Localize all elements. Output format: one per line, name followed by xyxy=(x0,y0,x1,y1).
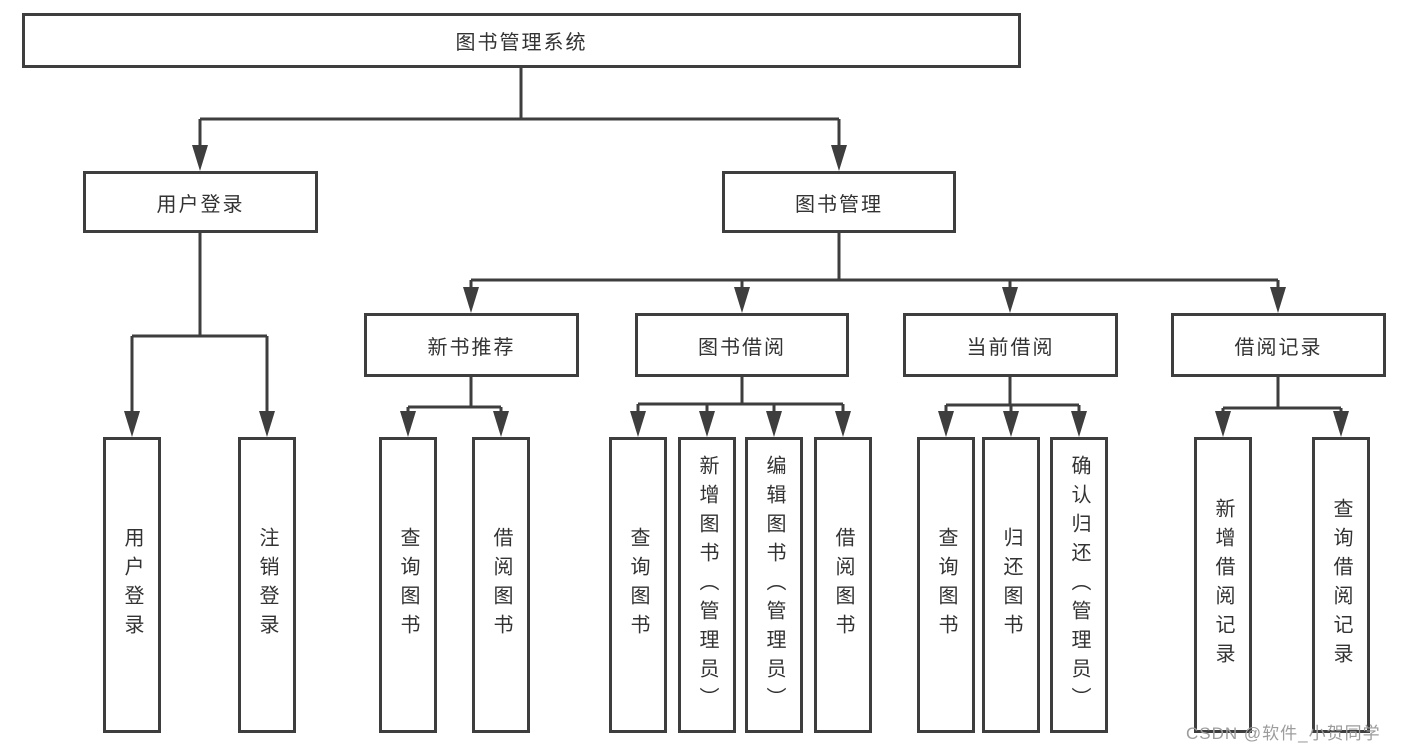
node-book-borrowing: 图书借阅 xyxy=(635,313,849,377)
node-label: 图书管理系统 xyxy=(455,32,588,54)
arrowhead xyxy=(938,411,954,437)
connector-new-book-recommendation-to-leaves xyxy=(400,376,509,437)
node-label: 新书推荐 xyxy=(427,336,516,359)
node-label: 新增图书（管理员） xyxy=(696,454,718,716)
node-book-management: 图书管理 xyxy=(722,171,956,233)
node-leaf-return-books: 归还图书 xyxy=(982,437,1040,733)
node-leaf-query-borrow-record: 查询借阅记录 xyxy=(1312,437,1370,733)
node-label: 新增借阅记录 xyxy=(1212,498,1234,672)
connector-current-borrowing-to-leaves xyxy=(938,376,1087,437)
arrowhead xyxy=(192,145,208,171)
arrowhead xyxy=(1071,411,1087,437)
arrowhead xyxy=(259,411,275,437)
arrowhead xyxy=(831,145,847,171)
connector-book-management-to-level3 xyxy=(463,232,1286,313)
node-label: 确认归还（管理员） xyxy=(1068,454,1090,716)
node-leaf-user-login: 用户登录 xyxy=(103,437,161,733)
node-label: 图书管理 xyxy=(795,193,883,216)
arrowhead xyxy=(400,411,416,437)
watermark: CSDN @软件_小贺同学 xyxy=(1186,724,1381,743)
node-label: 查询图书 xyxy=(397,527,419,643)
node-leaf-add-books-admin: 新增图书（管理员） xyxy=(678,437,736,733)
arrowhead xyxy=(124,411,140,437)
node-label: 借阅图书 xyxy=(832,527,854,643)
node-leaf-borrow-books-recommend: 借阅图书 xyxy=(472,437,530,733)
arrowhead xyxy=(1333,411,1349,437)
node-label: 用户登录 xyxy=(121,527,143,643)
arrowhead xyxy=(493,411,509,437)
node-label: 当前借阅 xyxy=(966,336,1055,359)
node-leaf-edit-books-admin: 编辑图书（管理员） xyxy=(745,437,803,733)
node-leaf-logout-login: 注销登录 xyxy=(238,437,296,733)
connector-book-borrowing-to-leaves xyxy=(630,376,851,437)
arrowhead xyxy=(1002,287,1018,313)
connector-borrowing-records-to-leaves xyxy=(1215,376,1349,437)
node-label: 归还图书 xyxy=(1000,527,1022,643)
node-leaf-query-books-current: 查询图书 xyxy=(917,437,975,733)
node-library-management-system: 图书管理系统 xyxy=(22,13,1021,68)
arrowhead xyxy=(630,411,646,437)
node-current-borrowing: 当前借阅 xyxy=(903,313,1118,377)
arrowhead xyxy=(766,411,782,437)
node-leaf-add-borrow-record: 新增借阅记录 xyxy=(1194,437,1252,733)
node-label: 借阅图书 xyxy=(490,527,512,643)
connector-root-to-level2 xyxy=(192,66,847,171)
node-leaf-borrow-books-borrowing: 借阅图书 xyxy=(814,437,872,733)
arrowhead xyxy=(1270,287,1286,313)
node-user-login: 用户登录 xyxy=(83,171,318,233)
arrowhead xyxy=(463,287,479,313)
node-label: 编辑图书（管理员） xyxy=(763,454,785,716)
node-label: 查询图书 xyxy=(627,527,649,643)
node-new-book-recommendation: 新书推荐 xyxy=(364,313,579,377)
node-borrowing-records: 借阅记录 xyxy=(1171,313,1386,377)
connector-user-login-to-leaves xyxy=(124,232,275,437)
node-label: 查询借阅记录 xyxy=(1330,498,1352,672)
arrowhead xyxy=(699,411,715,437)
node-label: 查询图书 xyxy=(935,527,957,643)
node-label: 注销登录 xyxy=(256,527,278,643)
arrowhead xyxy=(1003,411,1019,437)
node-label: 借阅记录 xyxy=(1234,336,1323,359)
arrowhead xyxy=(835,411,851,437)
node-label: 图书借阅 xyxy=(698,336,786,359)
arrowhead xyxy=(734,287,750,313)
node-leaf-query-books-recommend: 查询图书 xyxy=(379,437,437,733)
node-leaf-query-books-borrowing: 查询图书 xyxy=(609,437,667,733)
node-leaf-confirm-return-admin: 确认归还（管理员） xyxy=(1050,437,1108,733)
node-label: 用户登录 xyxy=(156,193,245,216)
arrowhead xyxy=(1215,411,1231,437)
